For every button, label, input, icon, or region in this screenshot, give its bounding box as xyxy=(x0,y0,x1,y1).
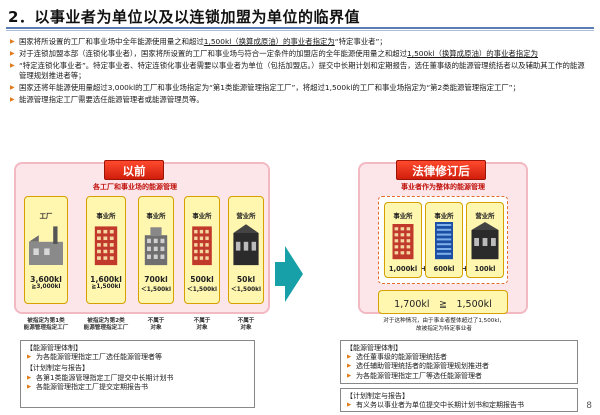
facility-energy-value: 1,600kl≧1,500kl xyxy=(87,275,125,290)
threshold-comparison: ≧3,000kl xyxy=(31,284,61,290)
bullet-item: 国家将所设置的工厂和事业场中全年能源使用量之和超过1,500kl（换算成原油）的… xyxy=(10,37,592,48)
bullet-text: 国家将所设置的工厂和事业场中全年能源使用量之和超过 xyxy=(19,37,204,46)
title-divider-thin xyxy=(6,30,594,31)
bullet-text: 国家还将年能源使用量超过3,000kl的工厂和事业场指定为“第1类能源管理指定工… xyxy=(19,82,520,92)
left-box-item: 为各能源管理指定工厂选任能源管理者等 xyxy=(26,353,249,362)
facility-energy-value: 50kl ＜1,500kl xyxy=(229,275,263,293)
office-building-icon xyxy=(94,226,118,266)
page-number: 8 xyxy=(586,401,592,411)
before-label: 以前 xyxy=(104,160,164,180)
facility-energy-value: 1,000kl xyxy=(388,265,418,273)
right-box-item: 选任董事级的能源管理统括者 xyxy=(346,353,572,362)
after-total: 1,700kl ≧ 1,500kl xyxy=(394,299,492,310)
right-box-item: 选任辅助管理统括者的能源管理规划推进者 xyxy=(346,362,572,371)
shop-building-icon xyxy=(233,224,259,266)
office-building-icon xyxy=(144,227,168,266)
facility-type-label: 事业所 xyxy=(434,212,454,220)
left-box-item: 各能源管理指定工厂提交定期报告书 xyxy=(26,383,249,392)
left-summary-box: 【能源管理体制】 为各能源管理指定工厂选任能源管理者等 【计划制定与报告】 各第… xyxy=(20,340,255,408)
facility-type-label: 事业所 xyxy=(146,212,166,220)
designation-status-label: 被指定为第1类 能源管理指定工厂 xyxy=(23,318,69,331)
plus-sign-icon: + xyxy=(421,264,428,273)
facility-energy-value: 100kl xyxy=(474,265,496,273)
facility-type-label: 工厂 xyxy=(39,212,53,220)
facility-energy-value: 700kl ＜1,500kl xyxy=(139,275,173,293)
designation-status-label: 不属于 对象 xyxy=(237,318,255,331)
facility-energy-value: 500kl ＜1,500kl xyxy=(185,275,219,293)
energy-amount: 500kl xyxy=(190,275,214,284)
threshold-comparison: ＜1,500kl xyxy=(187,287,217,293)
after-label: 法律修订后 xyxy=(396,160,486,180)
office-building-icon xyxy=(192,226,212,266)
right-box-heading-1: 【能源管理体制】 xyxy=(346,344,402,352)
facility-type-label: 营业所 xyxy=(236,212,256,220)
threshold-comparison: ≧1,500kl xyxy=(91,284,121,290)
energy-amount: 50kl xyxy=(236,275,256,284)
energy-amount: 700kl xyxy=(144,275,168,284)
right-summary-box-1: 【能源管理体制】 选任董事级的能源管理统括者 选任辅助管理统括者的能源管理规划推… xyxy=(340,340,578,384)
after-note: 对于这种情况，由于事业者整体超过了1,500kl， 故被指定为特定事业者 xyxy=(383,318,505,332)
page-title: 2．以事业者为单位以及以连锁加盟为单位的临界值 xyxy=(8,8,360,26)
bullet-item: 国家还将年能源使用量超过3,000kl的工厂和事业场指定为“第1类能源管理指定工… xyxy=(10,83,592,94)
right-box-item: 有义务以事业者为单位提交中长期计划书和定期报告书 xyxy=(346,401,572,410)
bullet-text: 能源管理指定工厂需要选任能源管理者或能源管理员等。 xyxy=(19,94,204,104)
after-total-frame xyxy=(378,290,508,314)
bullet-underlined-text: 1,500kl（换算成原油）的事业者指定为 xyxy=(203,37,335,46)
designation-status-label: 不属于 对象 xyxy=(147,318,165,331)
facility-type-label: 事业所 xyxy=(96,212,116,220)
title-divider xyxy=(6,27,594,29)
facility-energy-value: 600kl xyxy=(433,265,455,273)
facility-energy-value: 3,600kl≧3,000kl xyxy=(25,275,67,290)
arrow-body xyxy=(275,262,287,286)
bullet-list: 国家将所设置的工厂和事业场中全年能源使用量之和超过1,500kl（换算成原油）的… xyxy=(10,37,592,107)
threshold-comparison: ＜1,500kl xyxy=(141,287,171,293)
bullet-underlined-text: 1,500kl（换算成原油）的事业者指定为 xyxy=(407,48,538,58)
bullet-text-tail: “特定事业者”； xyxy=(334,37,387,46)
bullet-text: 对于连锁加盟本部（连锁化事业者），国家将所设置的工厂和事业场与符合一定条件的加盟… xyxy=(19,48,408,58)
facility-type-label: 营业所 xyxy=(475,212,495,220)
bullet-item: 对于连锁加盟本部（连锁化事业者），国家将所设置的工厂和事业场与符合一定条件的加盟… xyxy=(10,49,592,60)
plus-sign-icon: + xyxy=(462,264,469,273)
designation-status-label: 不属于 对象 xyxy=(193,318,211,331)
facility-type-label: 事业所 xyxy=(393,212,413,220)
energy-amount: 1,600kl xyxy=(90,275,122,284)
threshold-comparison: ＜1,500kl xyxy=(231,287,261,293)
bullet-text: “特定连锁化事业者”。特定事业者、特定连锁化事业者需要以事业者为单位（包括加盟店… xyxy=(19,60,585,81)
facility-type-label: 事业所 xyxy=(192,212,212,220)
right-summary-box-2: 【计划制定与报告】 有义务以事业者为单位提交中长期计划书和定期报告书 xyxy=(340,388,578,412)
bullet-item: “特定连锁化事业者”。特定事业者、特定连锁化事业者需要以事业者为单位（包括加盟店… xyxy=(10,61,592,82)
before-facility-card: 事业所 700kl ＜1,500kl xyxy=(138,196,174,304)
office-building-icon xyxy=(392,224,414,260)
right-box-heading-2: 【计划制定与报告】 xyxy=(346,392,409,400)
designation-status-label: 被指定为第2类 能源管理指定工厂 xyxy=(83,318,129,331)
office-building-icon xyxy=(435,222,453,260)
left-box-heading-2: 【计划制定与报告】 xyxy=(26,364,89,373)
after-sublabel: 事业者作为整体的能源管理 xyxy=(401,183,485,191)
bullet-item: 能源管理指定工厂需要选任能源管理者或能源管理员等。 xyxy=(10,95,592,106)
transition-arrow-icon xyxy=(285,246,303,302)
shop-building-icon xyxy=(471,222,499,260)
left-box-item: 各第1类能源管理指定工厂提交中长期计划书 xyxy=(26,374,249,383)
left-box-heading-1: 【能源管理体制】 xyxy=(26,344,82,352)
right-box-item: 为各能源管理指定工厂等选任能源管理者 xyxy=(346,372,572,381)
energy-amount: 3,600kl xyxy=(30,275,62,284)
factory-icon xyxy=(29,226,63,265)
before-sublabel: 各工厂和事业场的能源管理 xyxy=(93,183,177,191)
